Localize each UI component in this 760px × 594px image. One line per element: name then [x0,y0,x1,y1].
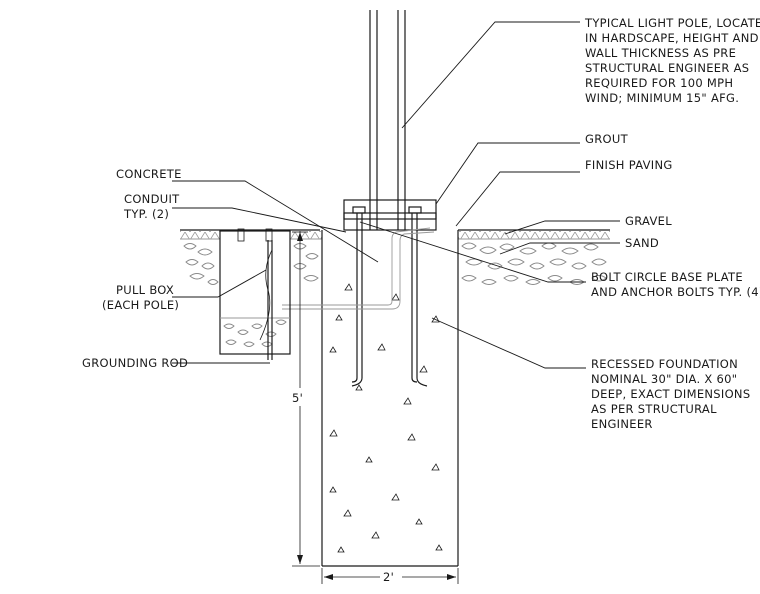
gravel-layer [180,231,610,240]
foundation-line-4: AS PER STRUCTURAL [591,402,717,416]
conduit-callout: CONDUIT TYP. (2) [123,192,180,221]
conduits [282,227,435,310]
foundation-line-2: NOMINAL 30" DIA. X 60" [591,372,737,386]
concrete-aggregate-marks [329,283,443,553]
bolt-circle-line-2: AND ANCHOR BOLTS TYP. (4) [591,285,760,299]
conduit-line-2: TYP. (2) [123,207,169,221]
depth-dimension-label: 5' [292,391,303,405]
foundation-callout: RECESSED FOUNDATION NOMINAL 30" DIA. X 6… [591,357,750,431]
concrete-label: CONCRETE [116,167,182,181]
foundation-line-1: RECESSED FOUNDATION [591,357,738,371]
pull-box-line-2: (EACH POLE) [102,298,179,312]
sand-aggregate-right [461,242,607,285]
leader-lines [172,21,620,369]
grout-label: GROUT [585,132,629,146]
anchor-bolts [351,206,428,387]
pole-callout-line-2: IN HARDSCAPE, HEIGHT AND [585,31,759,45]
pole-callout-line-3: WALL THICKNESS AS PRE [585,46,736,60]
pole-shaft [369,10,406,230]
pole-callout: TYPICAL LIGHT POLE, LOCATED IN HARDSCAPE… [584,16,760,105]
concrete-foundation [321,230,459,567]
sand-aggregate-left [183,243,319,285]
pole-callout-line-4: STRUCTURAL ENGINEER AS [585,61,749,75]
width-dimension-label: 2' [383,570,394,584]
grounding-rod-label: GROUNDING ROD [82,356,188,370]
depth-dimension [288,231,320,567]
conduit-line-1: CONDUIT [124,192,180,206]
gravel-label: GRAVEL [625,214,672,228]
pole-callout-line-5: REQUIRED FOR 100 MPH [585,76,733,90]
foundation-line-3: DEEP, EXACT DIMENSIONS [591,387,750,401]
pull-box-callout: PULL BOX (EACH POLE) [102,283,179,312]
base-plate [343,212,437,220]
sand-label: SAND [625,236,659,250]
pull-box [219,228,291,355]
width-dimension [321,568,459,585]
bolt-circle-line-1: BOLT CIRCLE BASE PLATE [591,270,743,284]
pole-callout-line-6: WIND; MINIMUM 15" AFG. [585,91,739,105]
grout-pad [343,199,437,231]
grounding-rod [259,240,273,360]
pull-box-line-1: PULL BOX [116,283,174,297]
finish-paving-label: FINISH PAVING [585,158,673,172]
foundation-line-5: ENGINEER [591,417,653,431]
bolt-circle-callout: BOLT CIRCLE BASE PLATE AND ANCHOR BOLTS … [591,270,760,299]
pole-callout-line-1: TYPICAL LIGHT POLE, LOCATED [584,16,760,30]
